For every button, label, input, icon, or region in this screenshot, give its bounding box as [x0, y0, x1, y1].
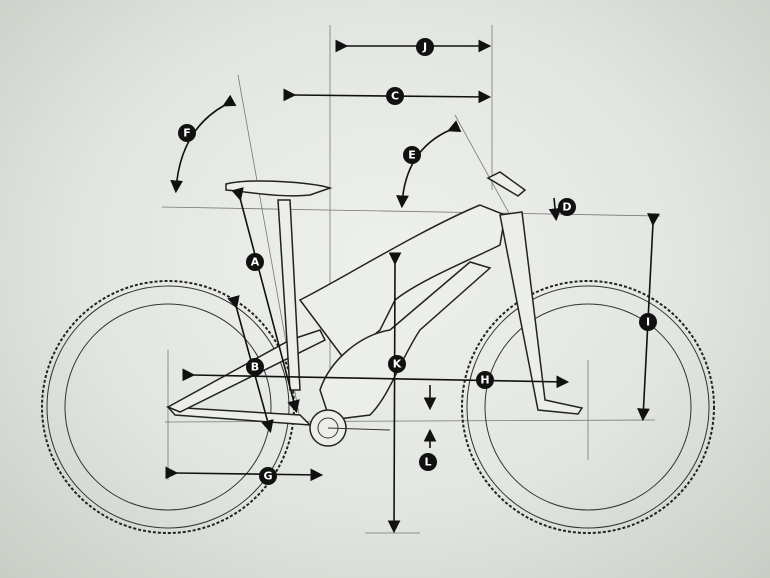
label-c: C	[386, 87, 404, 105]
label-d: D	[558, 198, 576, 216]
label-i: I	[639, 313, 657, 331]
label-h: H	[476, 371, 494, 389]
svg-text:A: A	[251, 256, 260, 269]
svg-text:B: B	[251, 361, 259, 374]
label-b: B	[246, 358, 264, 376]
svg-text:J: J	[422, 41, 427, 54]
svg-text:C: C	[391, 90, 399, 103]
label-e: E	[403, 146, 421, 164]
svg-text:H: H	[480, 374, 489, 387]
bike-frame	[166, 171, 584, 447]
svg-text:G: G	[263, 470, 272, 483]
svg-text:F: F	[183, 127, 191, 140]
svg-text:I: I	[646, 316, 650, 329]
front-wheel	[461, 280, 715, 534]
svg-text:K: K	[393, 358, 402, 371]
label-a: A	[246, 253, 264, 271]
label-j: J	[416, 38, 434, 56]
label-g: G	[259, 467, 277, 485]
svg-text:E: E	[408, 149, 416, 162]
label-l: L	[419, 453, 437, 471]
label-f: F	[178, 124, 196, 142]
svg-text:D: D	[562, 201, 571, 214]
label-k: K	[388, 355, 406, 373]
svg-text:L: L	[424, 456, 431, 469]
